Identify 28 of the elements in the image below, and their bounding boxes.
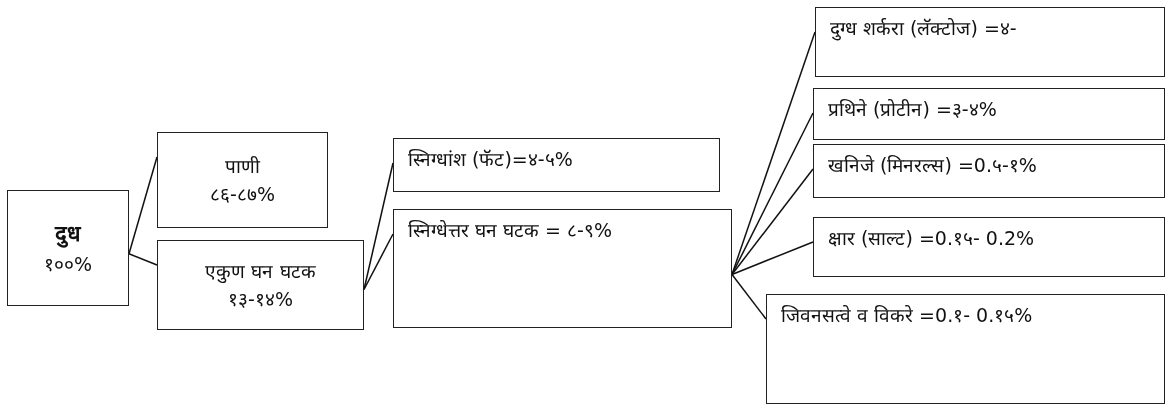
connector-line	[128, 156, 158, 255]
box-label: स्निग्धांश (फॅट)=४-५%	[408, 147, 574, 172]
box-label: स्निग्धेत्तर घन घटक = ८-९%	[408, 218, 613, 243]
connector-line	[731, 241, 814, 276]
text-box	[393, 138, 720, 192]
box-label: पाणी	[224, 153, 261, 179]
box-label: जिवनसत्वे व विकरे =0.१- 0.१५%	[781, 303, 1034, 328]
text-box	[766, 294, 1165, 404]
connector-line	[731, 168, 814, 276]
text-box	[813, 88, 1165, 140]
text-box	[815, 7, 1165, 77]
text-box	[157, 132, 328, 228]
box-label: क्षार (साल्ट) =0.१५- 0.2%	[828, 226, 1036, 251]
text-box	[813, 217, 1165, 277]
text-box	[813, 144, 1165, 198]
box-label: १००%	[42, 252, 94, 278]
connector-line	[731, 273, 767, 320]
connector-line	[128, 253, 158, 266]
connector-line	[363, 233, 394, 291]
box-label: प्रथिने (प्रोटीन) =३-४%	[828, 97, 998, 122]
text-box	[393, 209, 732, 328]
box-label: दुग्ध शर्करा (लॅक्टोज) =४-	[830, 16, 1018, 43]
box-label: खनिजे (मिनरल्स) =0.५-१%	[828, 153, 1038, 178]
box-label: दुध	[53, 220, 83, 250]
box-label: ८६-८७%	[209, 182, 276, 207]
box-label: एकुण घन घटक १३-१४%	[204, 258, 317, 312]
text-box	[157, 240, 364, 330]
text-box	[7, 190, 129, 306]
